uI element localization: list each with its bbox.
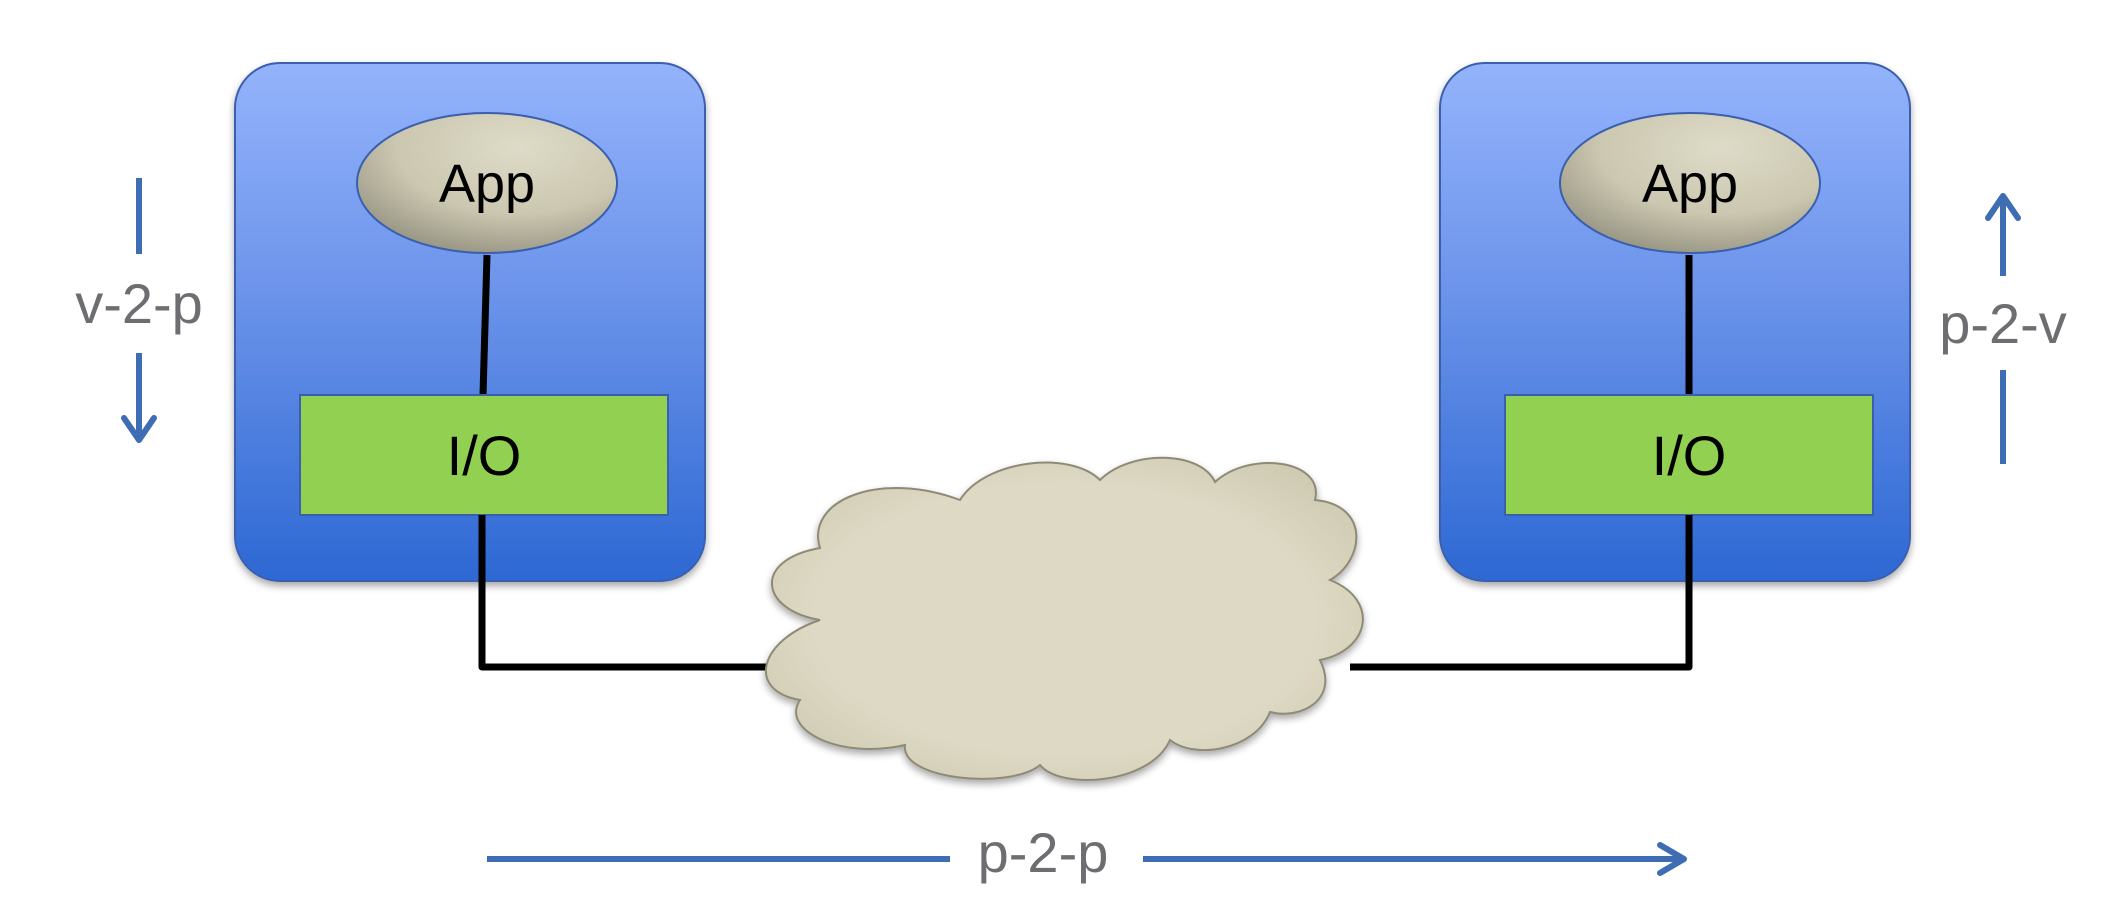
left-network-link	[478, 515, 790, 671]
left-app-label: App	[439, 154, 535, 214]
right-arrowhead-icon	[1657, 842, 1687, 876]
bottom-flow-label: p-2-p	[978, 821, 1109, 884]
right-network-link	[1350, 515, 1693, 671]
up-arrowhead-icon	[1985, 193, 2021, 221]
right-app-ellipse	[1559, 112, 1821, 254]
right-flow-label: p-2-v	[1939, 292, 2067, 355]
right-flow: p-2-v	[1939, 193, 2067, 464]
left-flow-label: v-2-p	[75, 272, 203, 335]
left-host: App I/O	[234, 62, 706, 582]
network-cloud	[764, 456, 1364, 781]
left-flow: v-2-p	[75, 178, 203, 443]
right-app-label: App	[1642, 154, 1738, 214]
bottom-flow: p-2-p	[487, 821, 1687, 884]
left-io-label: I/O	[447, 424, 522, 487]
right-host: App I/O	[1439, 62, 1911, 582]
down-arrowhead-icon	[121, 415, 157, 443]
right-io-label: I/O	[1652, 424, 1727, 487]
cloud-shape	[764, 456, 1364, 781]
left-app-io-link	[479, 254, 491, 396]
right-io-box	[1504, 394, 1874, 516]
left-app-ellipse	[356, 112, 618, 254]
